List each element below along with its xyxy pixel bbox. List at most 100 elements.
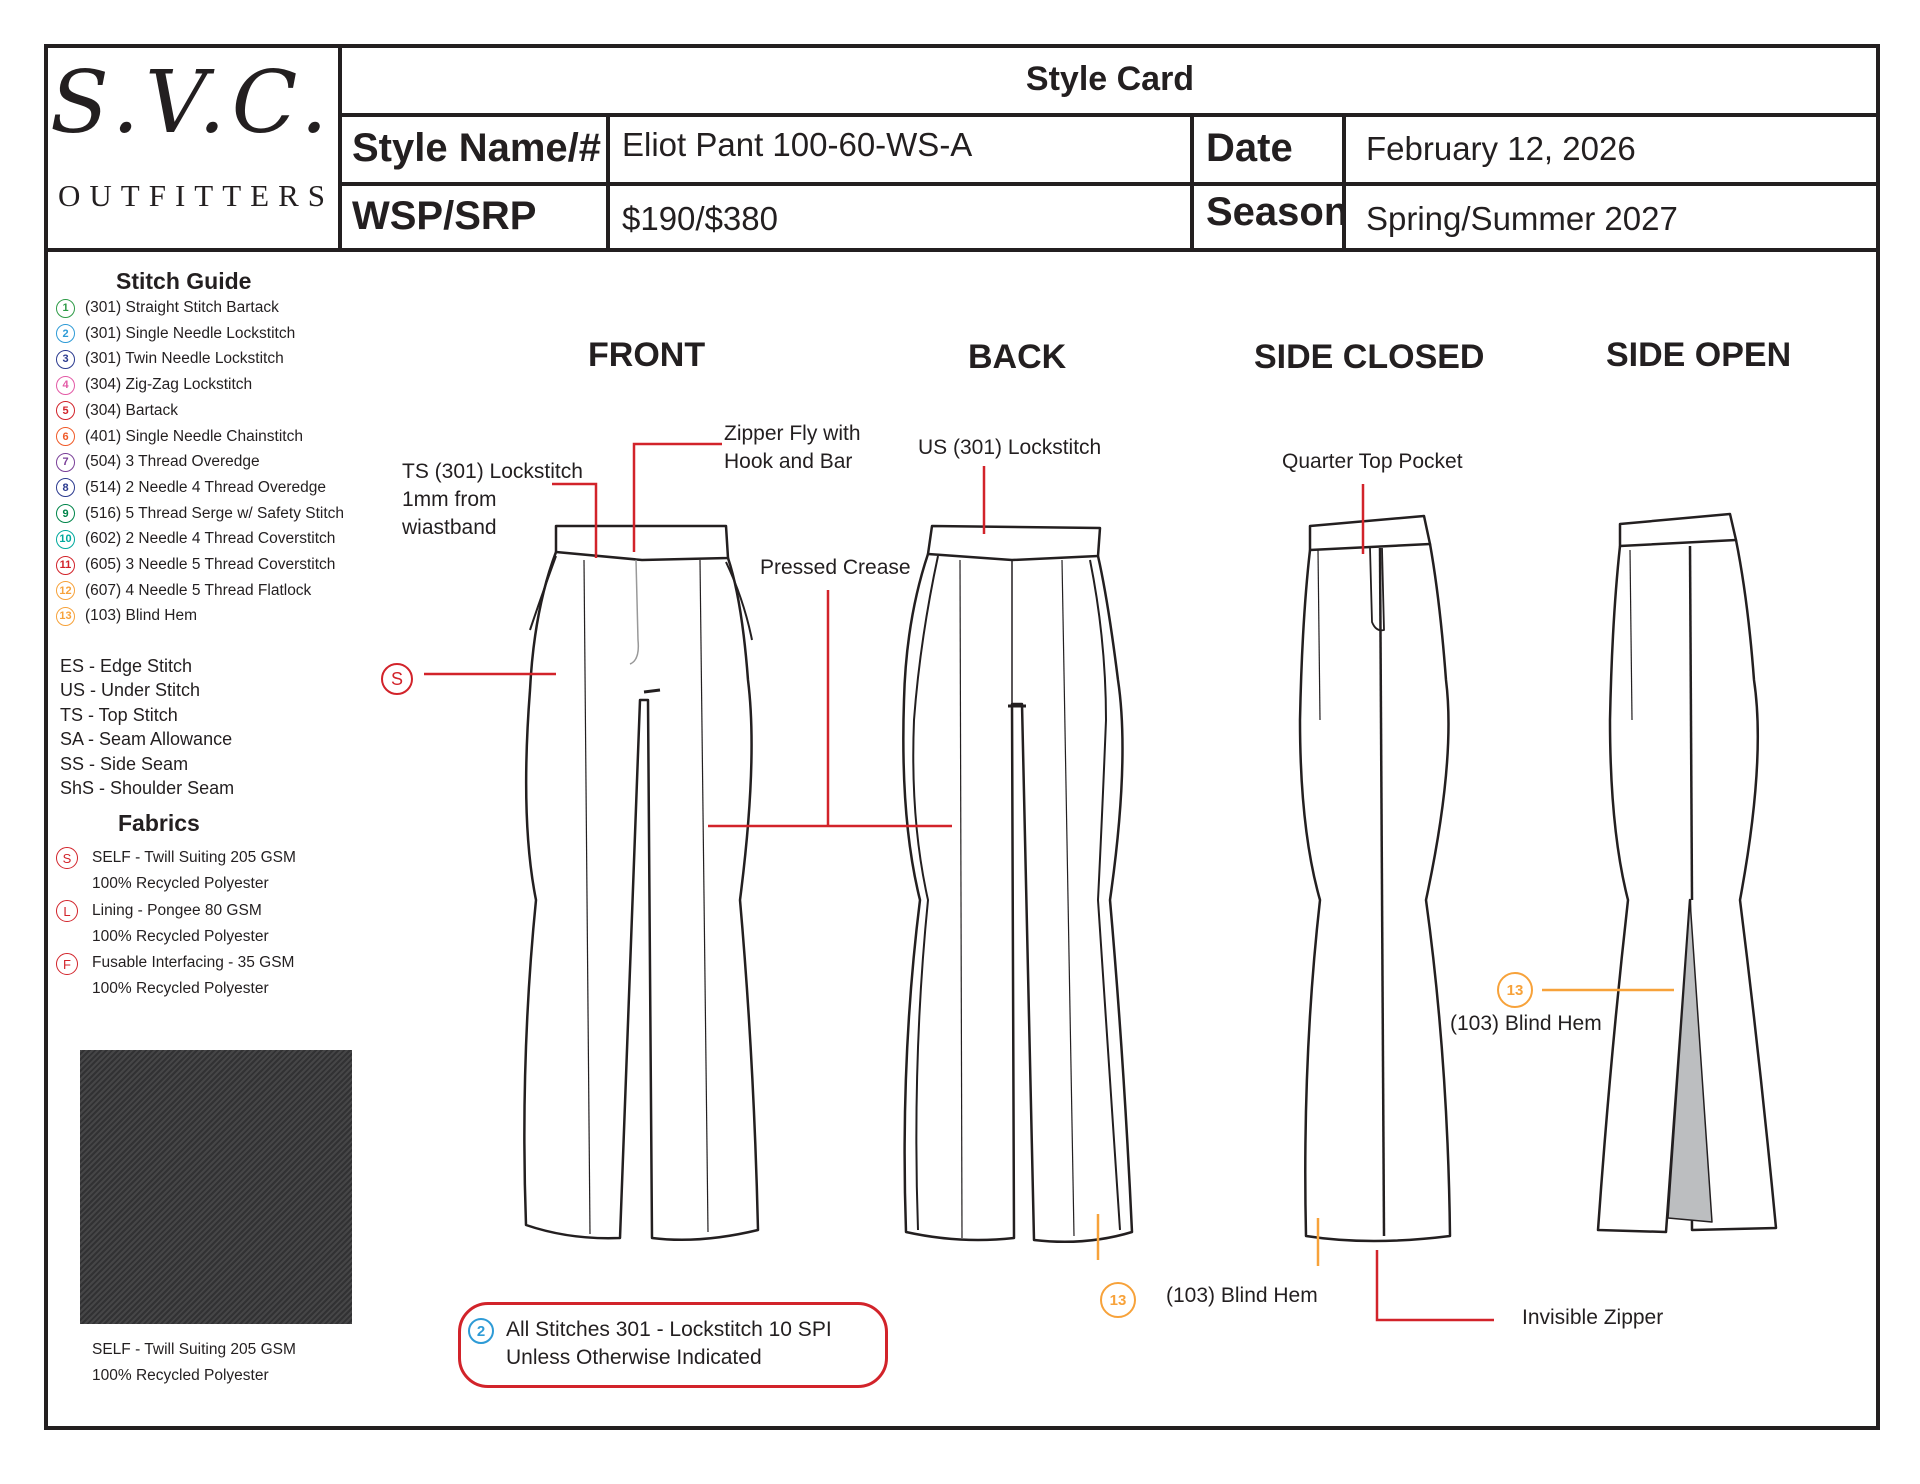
- abbr-shs: ShS - Shoulder Seam: [60, 778, 235, 798]
- stitch-guide-item: 3(301) Twin Needle Lockstitch: [56, 348, 284, 370]
- stitch-guide-item: 10 (602) 2 Needle 4 Thread Coverstitch: [56, 528, 335, 550]
- date-value: February 12, 2026: [1366, 130, 1636, 167]
- fabric-self-line2: 100% Recycled Polyester: [92, 875, 269, 892]
- stitch-number-icon: 7: [56, 452, 75, 472]
- front-pant-drawing: [523, 524, 760, 1242]
- fabrics-title: Fabrics: [118, 810, 200, 836]
- swatch-caption-line1: SELF - Twill Suiting 205 GSM: [92, 1341, 296, 1358]
- stitch-guide-label: (301) Straight Stitch Bartack: [85, 299, 279, 316]
- stitch-guide-item: 5 (304) Bartack: [56, 400, 178, 422]
- view-title-front: FRONT: [588, 336, 706, 374]
- stitch-guide-label: (516) 5 Thread Serge w/ Safety Stitch: [85, 504, 345, 522]
- date-label: Date: [1206, 126, 1293, 170]
- stitch-guide-item: 2 (301) Single Needle Lockstitch: [56, 323, 295, 345]
- stitch-guide-item: 1 (301) Straight Stitch Bartack: [56, 297, 279, 319]
- back-pant-drawing: [902, 524, 1134, 1244]
- stitch-number-icon: 13: [56, 606, 75, 626]
- fabric-interfacing-line1: Fusable Interfacing - 35 GSM: [92, 954, 295, 971]
- brand-logo-script: S.V.C.: [50, 53, 334, 153]
- header-divider-bottom: [44, 248, 1880, 252]
- fabric-interfacing-marker: F: [56, 953, 78, 975]
- header-divider-col3: [1342, 113, 1346, 252]
- stitch-number-icon: 3: [56, 349, 75, 369]
- view-title-back: BACK: [968, 338, 1067, 376]
- stitch-note-box: [458, 1302, 888, 1388]
- stitch-number-icon: 6: [56, 427, 75, 446]
- stitch-number-icon: 5: [56, 401, 75, 421]
- callout-ts-lockstitch: TS (301) Lockstitch 1mm from wiastband: [402, 460, 583, 539]
- stitch-guide-label: (103) Blind Hem: [85, 607, 197, 625]
- stitch-number-icon: 12: [56, 581, 75, 601]
- stitch-note-number: 2: [468, 1318, 494, 1344]
- fabric-interfacing-line2: 100% Recycled Polyester: [92, 980, 269, 997]
- stitch-number-icon: 8: [56, 478, 75, 498]
- stitch-guide-label: (605) 3 Needle 5 Thread Coverstitch: [85, 556, 336, 573]
- stitch-guide-label: (504) 3 Thread Overedge: [85, 453, 260, 471]
- season-value: Spring/Summer 2027: [1366, 200, 1678, 237]
- brand-logo-subtitle: OUTFITTERS: [58, 178, 334, 213]
- callout-quarter-top-pocket: Quarter Top Pocket: [1282, 450, 1463, 473]
- pressed-crease-leader: [708, 590, 952, 828]
- stitch-number-icon: 1: [56, 298, 75, 318]
- abbr-es: ES - Edge Stitch: [60, 656, 193, 676]
- swatch-caption-line2: 100% Recycled Polyester: [92, 1367, 269, 1384]
- callout-blind-hem-closed: (103) Blind Hem: [1166, 1284, 1318, 1307]
- stitch-guide-label: (602) 2 Needle 4 Thread Coverstitch: [85, 530, 336, 548]
- stitch-number-icon: 2: [56, 324, 75, 344]
- stitch-number-icon: 10: [56, 529, 75, 549]
- callout-us-lockstitch: US (301) Lockstitch: [918, 436, 1102, 459]
- view-title-side-open: SIDE OPEN: [1606, 336, 1792, 374]
- page-title: Style Card: [1025, 60, 1195, 98]
- blind-hem-open-marker: 13: [1497, 972, 1533, 1008]
- stitch-guide-item: 9 (516) 5 Thread Serge w/ Safety Stitch: [56, 503, 344, 525]
- stitch-number-icon: 11: [56, 555, 75, 575]
- stitch-guide-item: 12 (607) 4 Needle 5 Thread Flatlock: [56, 580, 311, 602]
- stitch-guide-label: (514) 2 Needle 4 Thread Overedge: [85, 478, 326, 496]
- style-name-value: Eliot Pant 100-60-WS-A: [622, 126, 973, 163]
- header-divider-logo: [338, 44, 342, 252]
- callout-invisible-zipper: Invisible Zipper: [1522, 1306, 1664, 1329]
- stitch-guide-label: (607) 4 Needle 5 Thread Flatlock: [85, 581, 312, 599]
- stitch-note-text: All Stitches 301 - Lockstitch 10 SPI Unl…: [506, 1318, 832, 1369]
- callout-pressed-crease: Pressed Crease: [760, 556, 911, 579]
- fabric-swatch-image: [80, 1050, 352, 1324]
- season-label: Season: [1206, 190, 1349, 234]
- fabric-lining-line1: Lining - Pongee 80 GSM: [92, 902, 262, 919]
- abbr-ts: TS - Top Stitch: [60, 705, 178, 725]
- price-value: $190/$380: [622, 200, 778, 237]
- header-divider-title: [338, 113, 1880, 117]
- stitch-number-icon: 4: [56, 375, 75, 395]
- ts-lockstitch-leader: [552, 482, 598, 558]
- stitch-guide-item: 4 (304) Zig-Zag Lockstitch: [56, 374, 252, 396]
- invisible-zipper-leader: [1375, 1250, 1494, 1322]
- stitch-guide-item: 7 (504) 3 Thread Overedge: [56, 451, 260, 473]
- stitch-number-icon: 9: [56, 504, 75, 524]
- abbr-ss: SS - Side Seam: [60, 754, 189, 774]
- fabric-lining-line2: 100% Recycled Polyester: [92, 928, 269, 945]
- stitch-guide-title: Stitch Guide: [116, 268, 252, 294]
- fabric-self-callout-marker: S: [381, 663, 413, 695]
- stitch-guide-label: (304) Bartack: [85, 401, 179, 419]
- callout-blind-hem-open: (103) Blind Hem: [1450, 1012, 1602, 1035]
- fabric-lining-marker: L: [56, 900, 78, 922]
- style-card-frame: [44, 44, 1880, 1430]
- abbr-sa: SA - Seam Allowance: [60, 729, 233, 749]
- stitch-guide-label: (304) Zig-Zag Lockstitch: [85, 376, 253, 394]
- side-open-pant-drawing: [1596, 512, 1778, 1234]
- stitch-guide-item: 6 (401) Single Needle Chainstitch: [56, 426, 303, 448]
- side-closed-pant-drawing: [1298, 514, 1452, 1243]
- stitch-guide-item: 11 (605) 3 Needle 5 Thread Coverstitch: [56, 554, 335, 576]
- stitch-guide-item: 13 (103) Blind Hem: [56, 605, 197, 627]
- callout-zipper-fly: Zipper Fly with Hook and Bar: [724, 422, 861, 473]
- header-divider-row: [338, 182, 1880, 186]
- abbr-us: US - Under Stitch: [60, 680, 201, 700]
- stitch-guide-label: (301) Single Needle Lockstitch: [85, 324, 296, 342]
- fabric-self-line1: SELF - Twill Suiting 205 GSM: [92, 849, 296, 866]
- price-label: WSP/SRP: [352, 194, 537, 238]
- blind-hem-closed-marker: 13: [1100, 1282, 1136, 1318]
- stitch-guide-label: (401) Single Needle Chainstitch: [85, 427, 303, 445]
- zipper-fly-leader: [632, 442, 722, 552]
- style-name-label: Style Name/#: [352, 126, 602, 170]
- header-divider-col2: [1190, 113, 1194, 252]
